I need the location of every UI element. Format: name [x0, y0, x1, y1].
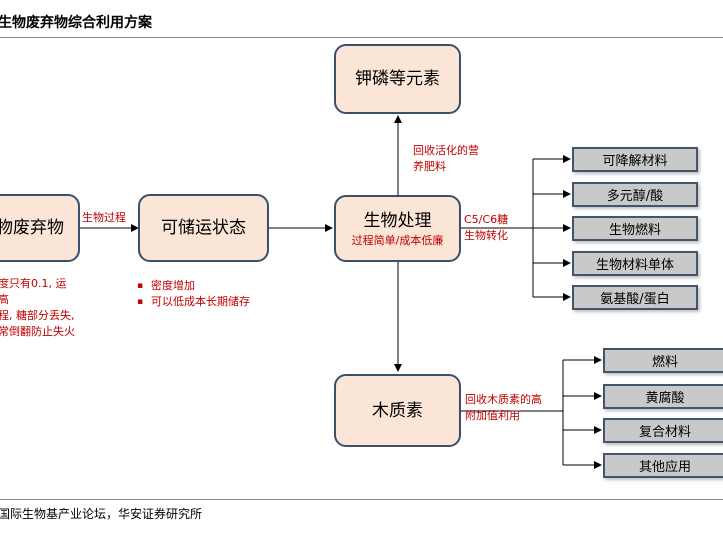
node-bio-processing: 生物处理 过程简单/成本低廉 — [334, 195, 461, 262]
edge-label-bioprocess: 生物过程 — [82, 211, 126, 224]
page-title: 生物废弃物综合利用方案 — [0, 15, 152, 31]
node-biowaste: 物废弃物 — [0, 194, 80, 262]
node-storable-state: 可储运状态 — [138, 194, 269, 262]
node-storable-state-label: 可储运状态 — [161, 218, 246, 238]
note-biowaste: 度只有0.1, 运 高 程, 糖部分丢失, 常倒翻防止失火 — [0, 277, 75, 338]
lignin-product-other: 其他应用 — [603, 453, 723, 478]
lignin-product-fulvic-acid: 黄腐酸 — [603, 384, 723, 409]
title-divider — [0, 37, 723, 38]
product-polyol-acid: 多元醇/酸 — [572, 182, 698, 207]
edge-label-recycle-nutrients: 回收活化的营 养肥料 — [413, 144, 479, 173]
footer-divider — [0, 499, 723, 500]
product-amino-acid-protein: 氨基酸/蛋白 — [572, 285, 698, 310]
source-note: 国际生物基产业论坛，华安证券研究所 — [0, 507, 203, 521]
product-biomaterial-monomer: 生物材料单体 — [572, 251, 698, 276]
note-storable-item: 可以低成本长期储存 — [137, 294, 250, 310]
node-potassium-phosphorus-label: 钾磷等元素 — [355, 69, 440, 89]
node-lignin: 木质素 — [334, 374, 461, 447]
edge-label-lignin-recycle: 回收木质素的高 附加值利用 — [465, 393, 542, 422]
note-storable-item: 密度增加 — [137, 278, 250, 294]
node-bio-processing-label: 生物处理 — [363, 210, 432, 231]
product-biofuel: 生物燃料 — [572, 216, 698, 241]
edge-label-c5c6-sugar: C5/C6糖 生物转化 — [464, 213, 509, 242]
product-degradable-material: 可降解材料 — [572, 147, 698, 172]
node-potassium-phosphorus: 钾磷等元素 — [334, 44, 461, 114]
lignin-product-fuel: 燃料 — [603, 348, 723, 373]
node-lignin-label: 木质素 — [372, 400, 423, 421]
note-storable-state: 密度增加 可以低成本长期储存 — [137, 278, 250, 310]
node-biowaste-label: 物废弃物 — [0, 218, 64, 238]
lignin-product-composite: 复合材料 — [603, 418, 723, 443]
node-bio-processing-sub: 过程简单/成本低廉 — [351, 233, 444, 247]
